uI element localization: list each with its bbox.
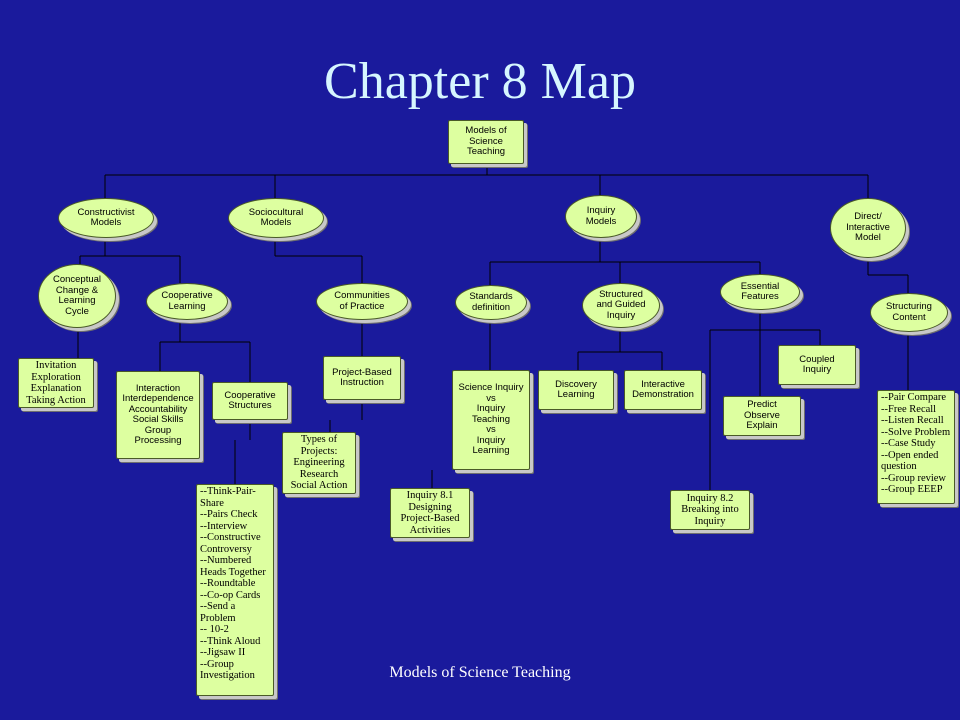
node-invitation-exploration: Invitation Exploration Explanation Takin… (18, 358, 94, 408)
node-project-based-instruction: Project-Based Instruction (323, 356, 401, 400)
node-structuring-content: Structuring Content (870, 293, 948, 332)
node-models-of-science-teaching: Models of Science Teaching (448, 120, 524, 164)
node-communities-of-practice: Communities of Practice (316, 283, 408, 320)
node-interaction-interdependence: Interaction Interdependence Accountabili… (116, 371, 200, 459)
node-pair-compare-list: --Pair Compare --Free Recall --Listen Re… (877, 390, 955, 504)
node-cooperative-structures: Cooperative Structures (212, 382, 288, 420)
node-predict-observe-explain: Predict Observe Explain (723, 396, 801, 436)
node-science-inquiry-vs: Science Inquiry vs Inquiry Teaching vs I… (452, 370, 530, 470)
node-coupled-inquiry: Coupled Inquiry (778, 345, 856, 385)
node-think-pair-share-list: --Think-Pair- Share --Pairs Check --Inte… (196, 484, 274, 696)
node-constructivist-models: Constructivist Models (58, 198, 154, 238)
node-standards-definition: Standards definition (455, 285, 527, 320)
node-cooperative-learning: Cooperative Learning (146, 283, 228, 320)
node-structured-guided-inquiry: Structured and Guided Inquiry (582, 283, 660, 328)
node-types-of-projects: Types of Projects: Engineering Research … (282, 432, 356, 494)
node-conceptual-change: Conceptual Change & Learning Cycle (38, 264, 116, 328)
node-essential-features: Essential Features (720, 274, 800, 310)
node-inquiry-8-2: Inquiry 8.2 Breaking into Inquiry (670, 490, 750, 530)
node-sociocultural-models: Sociocultural Models (228, 198, 324, 238)
node-inquiry-8-1: Inquiry 8.1 Designing Project-Based Acti… (390, 488, 470, 538)
slide-title: Chapter 8 Map (324, 53, 636, 110)
node-direct-interactive-model: Direct/ Interactive Model (830, 198, 906, 258)
node-inquiry-models: Inquiry Models (565, 195, 637, 238)
slide-footer: Models of Science Teaching (389, 664, 571, 681)
node-interactive-demonstration: Interactive Demonstration (624, 370, 702, 410)
node-discovery-learning: Discovery Learning (538, 370, 614, 410)
